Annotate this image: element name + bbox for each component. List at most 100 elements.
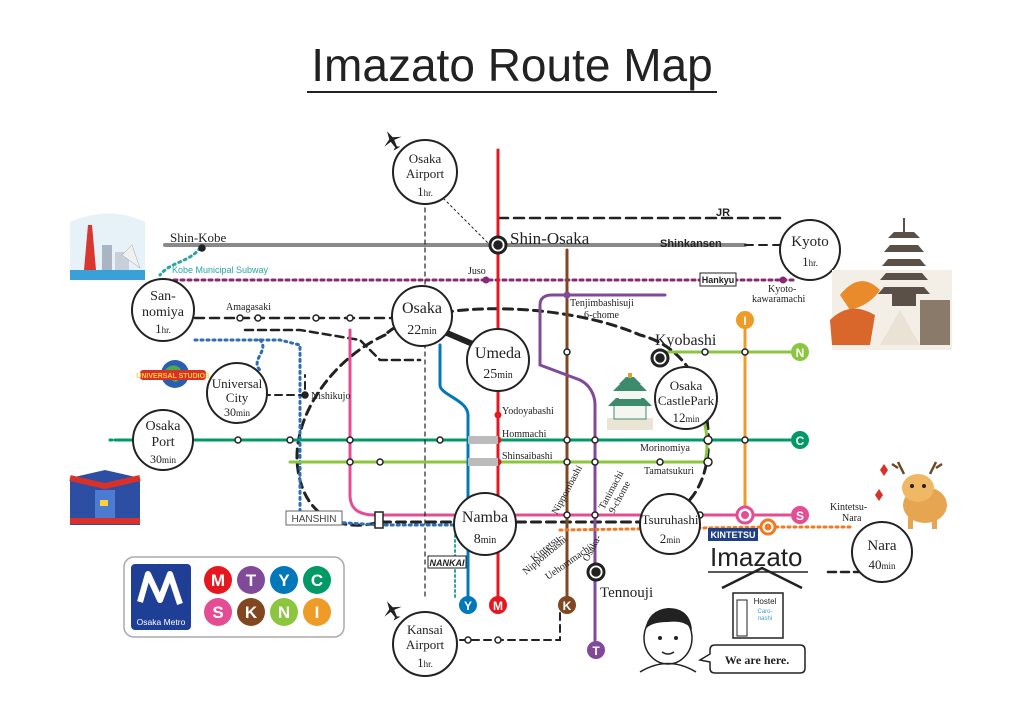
legend-line-c: C xyxy=(303,566,331,594)
label-hankyu: Hankyu xyxy=(699,272,737,287)
svg-text:C: C xyxy=(796,434,805,448)
label-jr: JR xyxy=(716,207,730,219)
legend-line-m: M xyxy=(204,566,232,594)
svg-text:We are here.: We are here. xyxy=(725,653,790,667)
svg-text:1hr.: 1hr. xyxy=(802,254,818,269)
svg-text:KINTETSU: KINTETSU xyxy=(711,530,756,540)
svg-text:Osaka: Osaka xyxy=(670,378,703,393)
svg-text:2min: 2min xyxy=(660,531,681,546)
shinsaibashi-transfer xyxy=(468,458,498,466)
hanshin-namba-transfer xyxy=(374,511,384,529)
label-amagasaki: Amagasaki xyxy=(226,302,271,313)
svg-text:nomiya: nomiya xyxy=(142,305,185,320)
label-shinkansen: Shinkansen xyxy=(660,238,722,250)
svg-text:UNIVERSAL STUDIOS: UNIVERSAL STUDIOS xyxy=(136,373,210,380)
label-tennouji: Tennouji xyxy=(600,585,653,601)
svg-text:Osaka: Osaka xyxy=(402,300,442,317)
label-yodoyabashi: Yodoyabashi xyxy=(502,406,554,417)
svg-text:Osaka: Osaka xyxy=(409,151,442,166)
label-tamatsukuri: Tamatsukuri xyxy=(644,466,694,477)
line-badge-i: I xyxy=(736,311,754,329)
label-kyoto-kawaramachi-1: Kyoto- xyxy=(768,284,796,295)
svg-text:Tsuruhashi: Tsuruhashi xyxy=(642,512,699,527)
speech-bubble: We are here. xyxy=(697,644,806,674)
label-kintetsu-nara-1: Kintetsu- xyxy=(830,502,867,513)
jr-tozai-line xyxy=(243,328,422,362)
line-badges: N C S I Y M K T xyxy=(459,311,809,659)
osaka-airport-link xyxy=(439,194,491,246)
svg-text:CastlePark: CastlePark xyxy=(658,393,715,408)
dest-kansai-airport: Kansai Airport 1hr. xyxy=(392,611,458,677)
label-juso: Juso xyxy=(468,266,486,277)
line-badge-y: Y xyxy=(459,596,477,614)
svg-text:25min: 25min xyxy=(483,367,513,382)
label-kyobashi: Kyobashi xyxy=(655,332,717,349)
svg-text:NANKAI: NANKAI xyxy=(430,558,465,568)
legend-line-t: T xyxy=(237,566,265,594)
svg-text:T: T xyxy=(246,571,257,590)
destination-circles: Osaka Airport 1hr. Kyoto 1hr. San- nomiy… xyxy=(131,139,913,677)
svg-text:K: K xyxy=(563,599,572,613)
label-shin-osaka: Shin-Osaka xyxy=(510,229,590,248)
svg-text:40min: 40min xyxy=(868,557,896,572)
line-badge-c: C xyxy=(791,431,809,449)
label-shinsaibashi: Shinsaibashi xyxy=(502,451,553,462)
hommachi-transfer xyxy=(468,436,498,444)
dest-kyoto: Kyoto 1hr. xyxy=(779,219,841,281)
svg-text:Kansai: Kansai xyxy=(407,622,443,637)
label-hommachi: Hommachi xyxy=(502,429,547,440)
svg-text:Airport: Airport xyxy=(406,637,445,652)
plane-icon xyxy=(384,131,402,151)
svg-text:Namba: Namba xyxy=(462,509,508,526)
svg-text:Hankyu: Hankyu xyxy=(702,275,735,285)
svg-text:22min: 22min xyxy=(407,323,437,338)
svg-text:Umeda: Umeda xyxy=(475,345,521,362)
dest-osaka-castle-park: Osaka CastlePark 12min xyxy=(654,366,718,430)
svg-text:S: S xyxy=(212,603,223,622)
dest-osaka: Osaka 22min xyxy=(391,285,453,347)
label-morinomiya: Morinomiya xyxy=(640,443,691,454)
svg-text:Imazato: Imazato xyxy=(710,542,803,572)
svg-text:N: N xyxy=(796,346,805,360)
svg-text:San-: San- xyxy=(150,289,176,304)
svg-text:M: M xyxy=(211,571,225,590)
svg-text:1hr.: 1hr. xyxy=(155,321,171,336)
yotsubashi-line xyxy=(438,343,470,602)
dest-umeda: Umeda 25min xyxy=(466,328,530,392)
label-tenjimbashisuji-1: Tenjimbashisuji xyxy=(570,298,634,309)
kaiyukan-illustration xyxy=(69,470,141,525)
legend-line-n: N xyxy=(270,598,298,626)
map-title: Imazato Route Map xyxy=(0,38,1024,93)
usj-globe-illustration: UNIVERSAL STUDIOS xyxy=(136,360,210,388)
svg-text:Nara: Nara xyxy=(867,538,896,554)
label-kobe-subway: Kobe Municipal Subway xyxy=(172,265,269,275)
label-nishikujo: Nishikujo xyxy=(311,391,350,402)
label-kintetsu-nara-2: Nara xyxy=(842,513,862,524)
svg-text:8min: 8min xyxy=(474,532,497,547)
legend-line-i: I xyxy=(303,598,331,626)
pagoda-illustration xyxy=(830,218,952,350)
plane-icon xyxy=(384,601,402,621)
dest-nara: Nara 40min xyxy=(851,521,913,583)
dest-osaka-port: Osaka Port 30min xyxy=(132,409,194,471)
line-badge-m: M xyxy=(489,596,507,614)
svg-text:1hr.: 1hr. xyxy=(417,655,433,670)
svg-text:1hr.: 1hr. xyxy=(417,184,433,199)
legend-line-s: S xyxy=(204,598,232,626)
svg-text:Universal: Universal xyxy=(212,376,263,391)
svg-text:City: City xyxy=(226,390,249,405)
kobe-tower-illustration xyxy=(70,213,145,280)
svg-text:N: N xyxy=(278,603,290,622)
svg-text:Kyoto: Kyoto xyxy=(791,234,829,250)
line-badge-k: K xyxy=(558,596,576,614)
hanshin-line xyxy=(193,338,457,527)
dest-osaka-airport: Osaka Airport 1hr. xyxy=(392,139,458,205)
legend-line-k: K xyxy=(237,598,265,626)
svg-text:I: I xyxy=(315,603,320,622)
label-tenjimbashisuji-2: 6-chome xyxy=(584,310,620,321)
line-badge-s: S xyxy=(791,506,809,524)
svg-text:I: I xyxy=(743,314,746,328)
deer-illustration xyxy=(875,461,947,529)
